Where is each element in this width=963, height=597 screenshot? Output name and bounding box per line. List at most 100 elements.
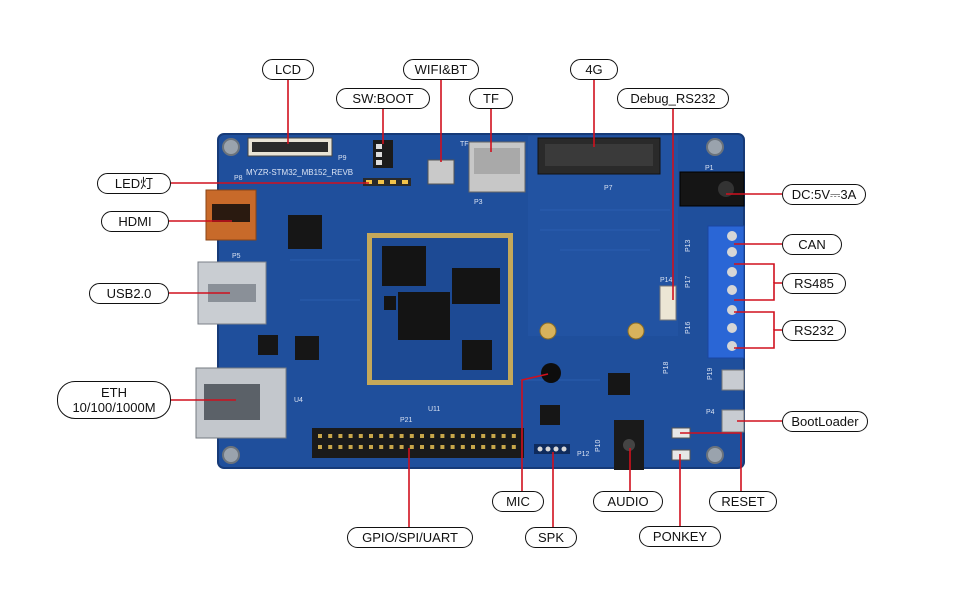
callout-rs485: RS485 — [782, 273, 846, 294]
gpio-pin — [511, 445, 516, 449]
gpio-pin — [450, 445, 455, 449]
gpio-pin — [460, 434, 465, 438]
gpio-pin — [369, 434, 373, 438]
gpio-pin — [491, 434, 496, 438]
gpio-pin — [471, 445, 475, 449]
gpio-pin — [450, 434, 455, 438]
gpio-pin — [481, 434, 486, 438]
gpio-pin — [358, 434, 363, 438]
gpio-pin — [389, 434, 394, 438]
mini-pcie-4g-slot — [537, 137, 661, 175]
ref-p10: P10 — [595, 439, 602, 452]
ref-p19: P19 — [707, 367, 714, 380]
gpio-pin — [440, 445, 445, 449]
callout-mic: MIC — [492, 491, 544, 512]
callout-eth-line1: ETH — [101, 385, 127, 400]
callout-debug-rs232: Debug_RS232 — [617, 88, 729, 109]
callout-eth: ETH 10/100/1000M — [57, 381, 171, 419]
leader-rs232-b — [734, 329, 782, 349]
leader-reset — [680, 432, 742, 491]
gpio-pin — [338, 434, 343, 438]
callout-audio: AUDIO — [593, 491, 663, 512]
gpio-pin — [460, 445, 465, 449]
gpio-pin — [501, 445, 506, 449]
ref-p12: P12 — [577, 451, 590, 458]
core-module — [367, 233, 513, 385]
callout-spk: SPK — [525, 527, 577, 548]
callout-wifi-bt: WIFI&BT — [403, 59, 479, 80]
callout-eth-line2: 10/100/1000M — [72, 400, 156, 415]
terminal-block — [707, 225, 745, 359]
gpio-pin — [348, 445, 353, 449]
gpio-pin — [430, 434, 435, 438]
ref-u11: U11 — [428, 406, 440, 413]
gpio-pin — [501, 434, 506, 438]
leader-lines — [169, 79, 782, 527]
callout-gpio: GPIO/SPI/UART — [347, 527, 473, 548]
microphone — [541, 363, 561, 383]
callout-tf: TF — [469, 88, 513, 109]
callout-dc: DC:5V⎓3A — [782, 184, 866, 205]
callout-sw-boot: SW:BOOT — [336, 88, 430, 109]
ref-p7: P7 — [604, 185, 613, 192]
gpio-pin — [409, 434, 414, 438]
callout-bootloader: BootLoader — [782, 411, 868, 432]
leader-rs485-a — [734, 263, 775, 283]
ref-p9: P9 — [338, 155, 347, 162]
gpio-pin — [389, 445, 394, 449]
gpio-pin — [348, 434, 353, 438]
callout-usb2: USB2.0 — [89, 283, 169, 304]
gpio-pin — [379, 445, 384, 449]
debug-header — [659, 285, 677, 321]
board-chips — [258, 215, 630, 425]
boot-switch — [373, 140, 393, 168]
ref-p1: P1 — [705, 165, 714, 172]
leader-rs485-b — [734, 282, 782, 301]
audio-jack — [614, 420, 644, 470]
gpio-pin — [328, 445, 333, 449]
dc-jack — [679, 171, 745, 207]
hdmi-connector — [205, 189, 257, 241]
ref-p17: P17 — [685, 275, 692, 288]
gpio-pin — [481, 445, 486, 449]
lcd-connector — [247, 137, 333, 157]
gpio-pin — [420, 434, 424, 438]
callout-ponkey: PONKEY — [639, 526, 721, 547]
ref-p4: P4 — [706, 409, 715, 416]
board-silkscreen-title: MYZR-STM32_MB152_REVB — [246, 168, 353, 177]
ref-p14: P14 — [660, 277, 673, 284]
gpio-pin — [420, 445, 424, 449]
ref-p18: P18 — [663, 361, 670, 374]
tf-card-slot — [468, 141, 526, 193]
callout-led: LED灯 — [97, 173, 171, 194]
led-row — [363, 178, 411, 186]
gpio-pin — [318, 445, 322, 449]
gpio-header — [312, 428, 524, 458]
gpio-pin — [471, 434, 475, 438]
gpio-pin — [440, 434, 445, 438]
ethernet-jack — [195, 367, 287, 439]
speaker-header — [534, 444, 570, 454]
gpio-pin — [511, 434, 516, 438]
ref-p3: P3 — [474, 199, 483, 206]
callout-hdmi: HDMI — [101, 211, 169, 232]
leader-rs232-a — [734, 311, 775, 330]
gpio-pin — [358, 445, 363, 449]
gpio-pin — [399, 445, 404, 449]
callout-4g: 4G — [570, 59, 618, 80]
leader-mic — [521, 373, 549, 491]
gpio-pin — [491, 445, 496, 449]
gpio-pin — [430, 445, 435, 449]
ref-p21: P21 — [400, 417, 413, 424]
ref-tf: TF — [460, 141, 469, 148]
wifi-bt-module — [427, 159, 455, 185]
antenna-connectors — [539, 322, 645, 340]
ref-p8: P8 — [234, 175, 243, 182]
ref-u4: U4 — [294, 397, 303, 404]
callout-reset: RESET — [709, 491, 777, 512]
callout-rs232: RS232 — [782, 320, 846, 341]
gpio-pin — [369, 445, 373, 449]
gpio-pin — [338, 445, 343, 449]
ref-p13: P13 — [685, 239, 692, 252]
